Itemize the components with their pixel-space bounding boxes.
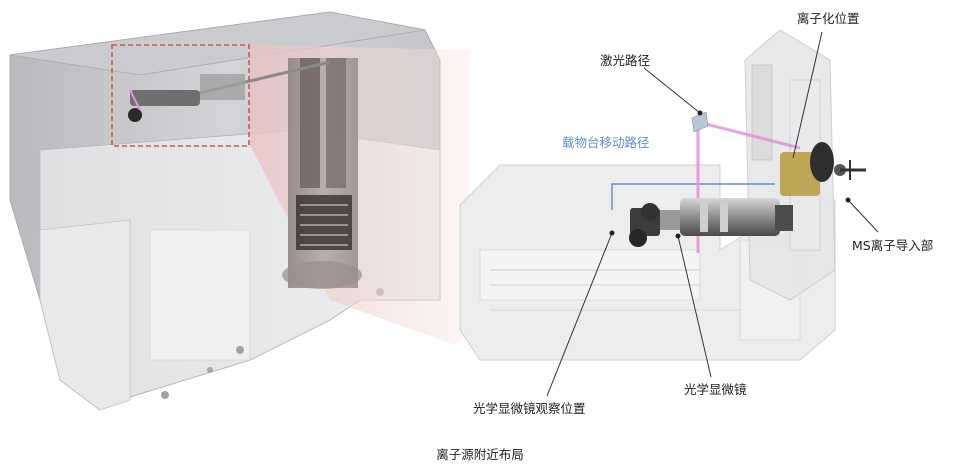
label-ionization-position: 离子化位置 bbox=[797, 11, 860, 26]
dot-optical-microscope bbox=[675, 233, 681, 239]
leader-laser bbox=[643, 67, 701, 114]
optical-microscope-shape bbox=[629, 198, 793, 247]
marker-dots bbox=[609, 110, 851, 239]
leader-optical-microscope bbox=[677, 235, 712, 378]
leader-microscope-observation bbox=[546, 232, 613, 397]
label-stage-path: 载物台移动路径 bbox=[562, 135, 650, 150]
dot-ms-inlet bbox=[845, 197, 851, 203]
label-microscope-observation: 光学显微镜观察位置 bbox=[473, 401, 586, 416]
mini-ion-source bbox=[128, 60, 331, 122]
flight-tube bbox=[282, 58, 362, 289]
zoom-region-box bbox=[111, 44, 250, 147]
label-ms-ion-inlet: MS离子导入部 bbox=[852, 238, 934, 253]
leader-ms-inlet bbox=[847, 199, 879, 233]
dot-microscope-observation bbox=[609, 230, 615, 236]
ms-inlet-shape bbox=[780, 142, 866, 196]
leader-ionization bbox=[792, 31, 823, 159]
figure-caption: 离子源附近布局 bbox=[436, 447, 524, 462]
label-laser-path: 激光路径 bbox=[600, 53, 651, 68]
stage-path-line bbox=[611, 183, 775, 210]
dot-laser bbox=[697, 110, 703, 116]
leader-lines bbox=[546, 31, 879, 397]
label-optical-microscope: 光学显微镜 bbox=[684, 382, 747, 397]
